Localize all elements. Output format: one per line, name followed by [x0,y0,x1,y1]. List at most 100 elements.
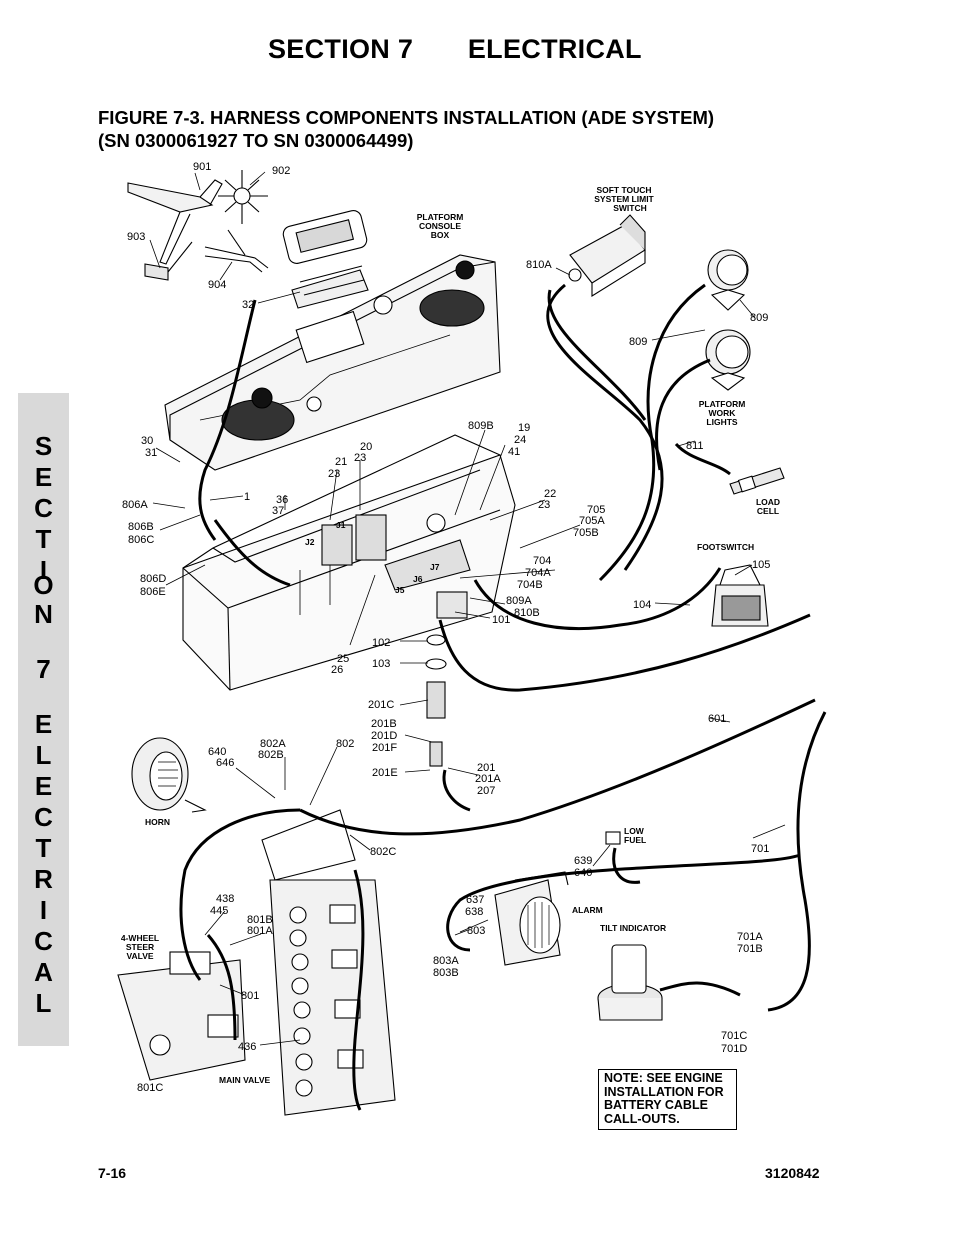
console-box-caption: PLATFORM [417,212,464,222]
callout-37: 37 [272,505,284,517]
backup-alarm-icon [494,871,569,966]
connector-j6-label: J6 [413,574,423,584]
horn-caption: HORN [145,817,170,827]
load-cell-caption: LOAD [756,497,780,507]
callout-41: 41 [508,446,520,458]
low-fuel-caption: FUEL [624,835,646,845]
callout-701a: 701A [737,931,763,943]
callout-806b: 806B [128,521,154,533]
callout-640: 640 [574,867,592,879]
callout-24: 24 [514,434,526,446]
callout-23: 23 [538,499,550,511]
callout-640: 640 [208,746,226,758]
section-name: ELECTRICAL [467,34,642,64]
callout-601: 601 [708,713,726,725]
platform-console-icon [164,254,501,471]
callout-26: 26 [331,664,343,676]
callout-201b: 201B [371,718,397,730]
callout-806e: 806E [140,586,166,598]
callout-436: 436 [238,1041,256,1053]
steer-valve-icon [117,951,246,1081]
callout-802a: 802A [260,738,286,750]
callout-806c: 806C [128,534,154,546]
callout-803: 803 [467,925,485,937]
section-tab-letter: T [35,833,52,863]
callout-801: 801 [241,990,259,1002]
footswitch-icon [711,564,769,627]
callout-103: 103 [372,658,390,670]
alarm-caption: ALARM [572,905,603,915]
section-tab-letter: C [34,802,53,832]
figure-title: FIGURE 7-3. HARNESS COMPONENTS INSTALLAT… [98,107,715,128]
pliers-icon [204,229,269,273]
callout-705b: 705B [573,527,599,539]
connector-j5-label: J5 [395,585,405,595]
callout-705a: 705A [579,515,605,527]
low-fuel-sender-icon [605,831,621,845]
callout-704b: 704B [517,579,543,591]
callout-701b: 701B [737,943,763,955]
callout-806a: 806A [122,499,148,511]
callout-201d: 201D [371,730,397,742]
note-box: NOTE: SEE ENGINE INSTALLATION FOR BATTER… [598,1069,737,1130]
callout-801b: 801B [247,914,273,926]
callout-903: 903 [127,231,145,243]
callout-21: 21 [335,456,347,468]
note-line: NOTE: SEE ENGINE [604,1071,723,1085]
load-cell-caption: CELL [757,506,779,516]
note-line: INSTALLATION FOR [604,1084,724,1099]
connector-block-icon [321,513,471,591]
section-tab-letter: I [39,555,48,585]
callout-701d: 701D [721,1043,747,1055]
section-tab-letter: C [34,493,53,523]
callout-701: 701 [751,843,769,855]
callout-201e: 201E [372,767,398,779]
callout-637: 637 [466,894,484,906]
connector-j1-label: J1 [336,520,346,530]
callout-leaders [149,171,786,1046]
section-tab-letter: S [34,431,53,461]
callout-201: 201 [477,762,495,774]
section-tab-letter: E [34,462,53,492]
callout-32: 32 [242,299,254,311]
connector-j7-label: J7 [430,562,440,572]
section-tab-letter: 7 [36,654,51,684]
section-tab-letter: O [33,570,54,600]
callout-809: 809 [750,312,768,324]
figure-serial-range: (SN 0300061927 TO SN 0300064499) [98,130,414,151]
callout-802c: 802C [370,846,396,858]
callout-30: 30 [141,435,153,447]
console-display-icon [282,210,369,309]
steer-valve-caption: 4-WHEEL [121,933,159,943]
callout-646: 646 [216,757,234,769]
tilt-indicator-caption: TILT INDICATOR [600,923,666,933]
section-tab-letter: T [35,524,52,554]
callout-801c: 801C [137,1082,163,1094]
footswitch-caption: FOOTSWITCH [697,542,754,552]
section-title: SECTION 7 ELECTRICAL [268,34,642,65]
work-lights-caption: WORK [709,408,737,418]
section-tab-letter: E [34,709,53,739]
callout-803a: 803A [433,955,459,967]
section-tab-letter: C [34,926,53,956]
callout-809: 809 [629,336,647,348]
main-valve-caption: MAIN VALVE [219,1075,270,1085]
callout-806d: 806D [140,573,166,585]
section-tab-letter: L [35,988,52,1018]
crimp-tool-icon [127,179,223,265]
document-number: 3120842 [765,1165,820,1181]
low-fuel-caption: LOW [624,826,645,836]
load-cell-icon [729,467,785,495]
callout-704: 704 [533,555,551,567]
work-lights-caption: LIGHTS [706,417,737,427]
section-tab-letter: E [34,771,53,801]
callout-22: 22 [544,488,556,500]
callout-904: 904 [208,279,226,291]
callout-810a: 810A [526,259,552,271]
callout-23: 23 [328,468,340,480]
grommet-stack-icon [425,591,468,767]
section-tab-letter: N [34,599,53,629]
callout-901: 901 [193,161,211,173]
pin-tool-icon [144,241,193,281]
callout-104: 104 [633,599,651,611]
